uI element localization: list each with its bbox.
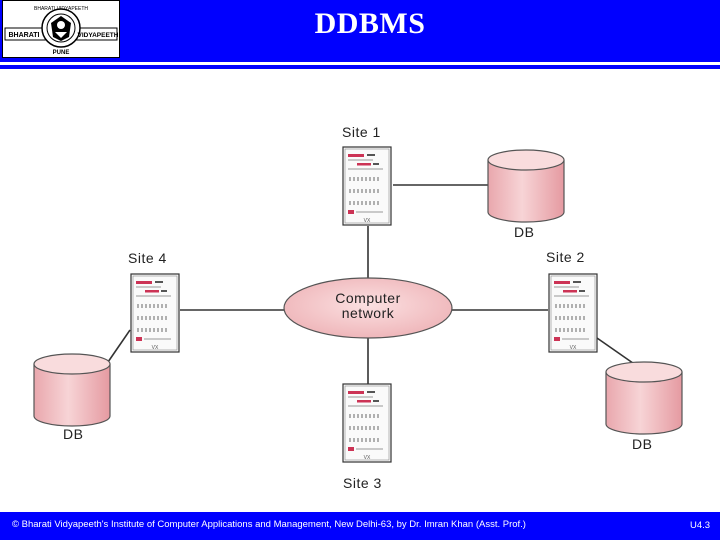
site1-server-icon [342,146,392,226]
site2-db-label: DB [632,436,653,452]
site4-db-icon [33,353,111,427]
site2-label: Site 2 [546,249,585,265]
site3-label: Site 3 [343,475,382,491]
ddbms-network-diagram: VX [33,146,683,463]
header-rule [0,65,720,69]
site3-server-icon [342,383,392,463]
logo-right-text: VIDYAPEETH [78,32,119,39]
footer-copyright: © Bharati Vidyapeeth's Institute of Comp… [12,519,526,530]
site1-label: Site 1 [342,124,381,140]
site4-server-icon [130,273,180,353]
site2-db-icon [605,361,683,435]
institute-logo: BHARATI VIDYAPEETH BHARATI VIDYAPEETH PU… [2,0,120,58]
site4-label: Site 4 [128,250,167,266]
network-label-line1: Computer [335,290,401,306]
link-site4-db [107,329,131,363]
logo-left-text: BHARATI [9,32,40,39]
footer-bar: © Bharati Vidyapeeth's Institute of Comp… [0,512,720,540]
network-label: Computer network [318,291,418,321]
site1-db-icon [487,149,565,223]
header-bar: BHARATI VIDYAPEETH BHARATI VIDYAPEETH PU… [0,0,720,62]
computer-network-cloud [283,277,453,339]
site4-db-label: DB [63,426,84,442]
site2-server-icon [548,273,598,353]
site1-db-label: DB [514,224,535,240]
slide-title: DDBMS [314,7,426,40]
logo-bottom-text: PUNE [53,50,70,56]
page-number: U4.3 [690,520,711,531]
network-label-line2: network [341,305,395,321]
